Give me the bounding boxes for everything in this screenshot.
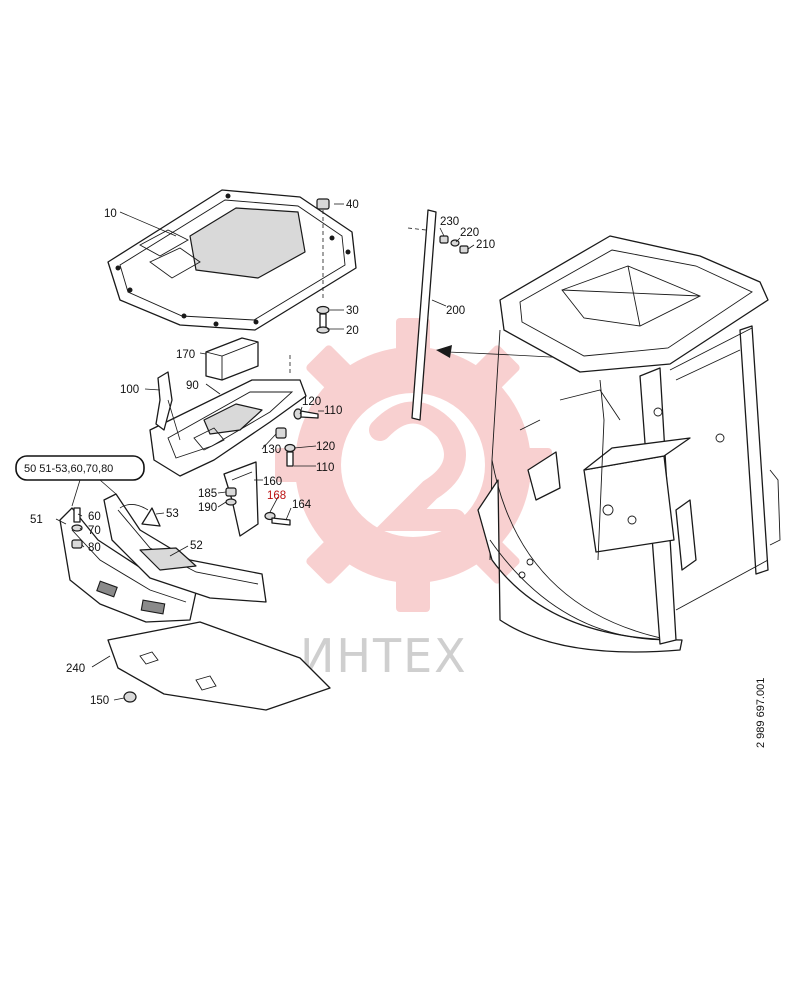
part-40-nut [316,198,330,210]
part-80-nut [71,539,83,549]
part-190-washer [225,498,237,506]
label-100: 100 [120,384,139,396]
label-120a: 120 [302,396,321,408]
part-52-upper-shell [103,493,267,603]
cab-frame [477,235,781,653]
label-220: 220 [460,227,479,239]
part-185-nut [225,487,237,497]
label-200: 200 [446,305,465,317]
part-210-nut [459,245,469,254]
label-160: 160 [263,476,282,488]
label-51: 51 [30,514,43,526]
label-110b: 110 [316,462,334,474]
label-80: 80 [88,542,101,554]
label-60: 60 [88,511,101,523]
label-168: 168 [267,490,286,502]
label-40: 40 [346,199,359,211]
label-52: 52 [190,540,203,552]
label-130: 130 [262,444,281,456]
part-110a-bolt [293,408,319,420]
label-150: 150 [90,695,109,707]
label-190: 190 [198,502,217,514]
label-170: 170 [176,349,195,361]
part-30-washer [316,305,330,315]
group-label-box: 50 51-53,60,70,80 [15,455,145,481]
part-200-seal-strip [407,209,437,421]
label-210: 210 [476,239,495,251]
label-20: 20 [346,325,359,337]
part-170-cushion [205,337,259,381]
part-100-bracket [155,371,181,441]
part-130-clip [275,427,287,439]
part-230-bolt [439,235,449,244]
label-230: 230 [440,216,459,228]
watermark-logo [275,318,552,612]
part-120b-washer [284,443,296,453]
label-110a: 110 [324,405,342,417]
watermark-text: ИНТЕХ [300,629,468,683]
part-60-bolt [73,507,81,523]
part-220-washer [450,239,460,247]
part-240-floor-mat [107,621,331,711]
label-10: 10 [104,208,117,220]
part-90-console [149,355,307,477]
label-185: 185 [198,488,217,500]
part-20-bolt [316,313,330,334]
part-51-lower-shell [59,507,197,623]
part-10-roof-panel [107,189,357,331]
part-150-plug [123,691,137,703]
label-120b: 120 [316,441,335,453]
label-240: 240 [66,663,85,675]
label-90: 90 [186,380,199,392]
part-53-cap [119,504,161,527]
document-number: 2 989 697.001 [755,678,767,748]
label-70: 70 [88,525,101,537]
part-110b-bolt [286,451,294,467]
part-70-washer [71,524,83,532]
label-164: 164 [292,499,312,511]
label-30: 30 [346,305,359,317]
label-53: 53 [166,508,179,520]
group-label: 50 51-53,60,70,80 [24,463,113,475]
part-164-bolt [271,517,291,526]
